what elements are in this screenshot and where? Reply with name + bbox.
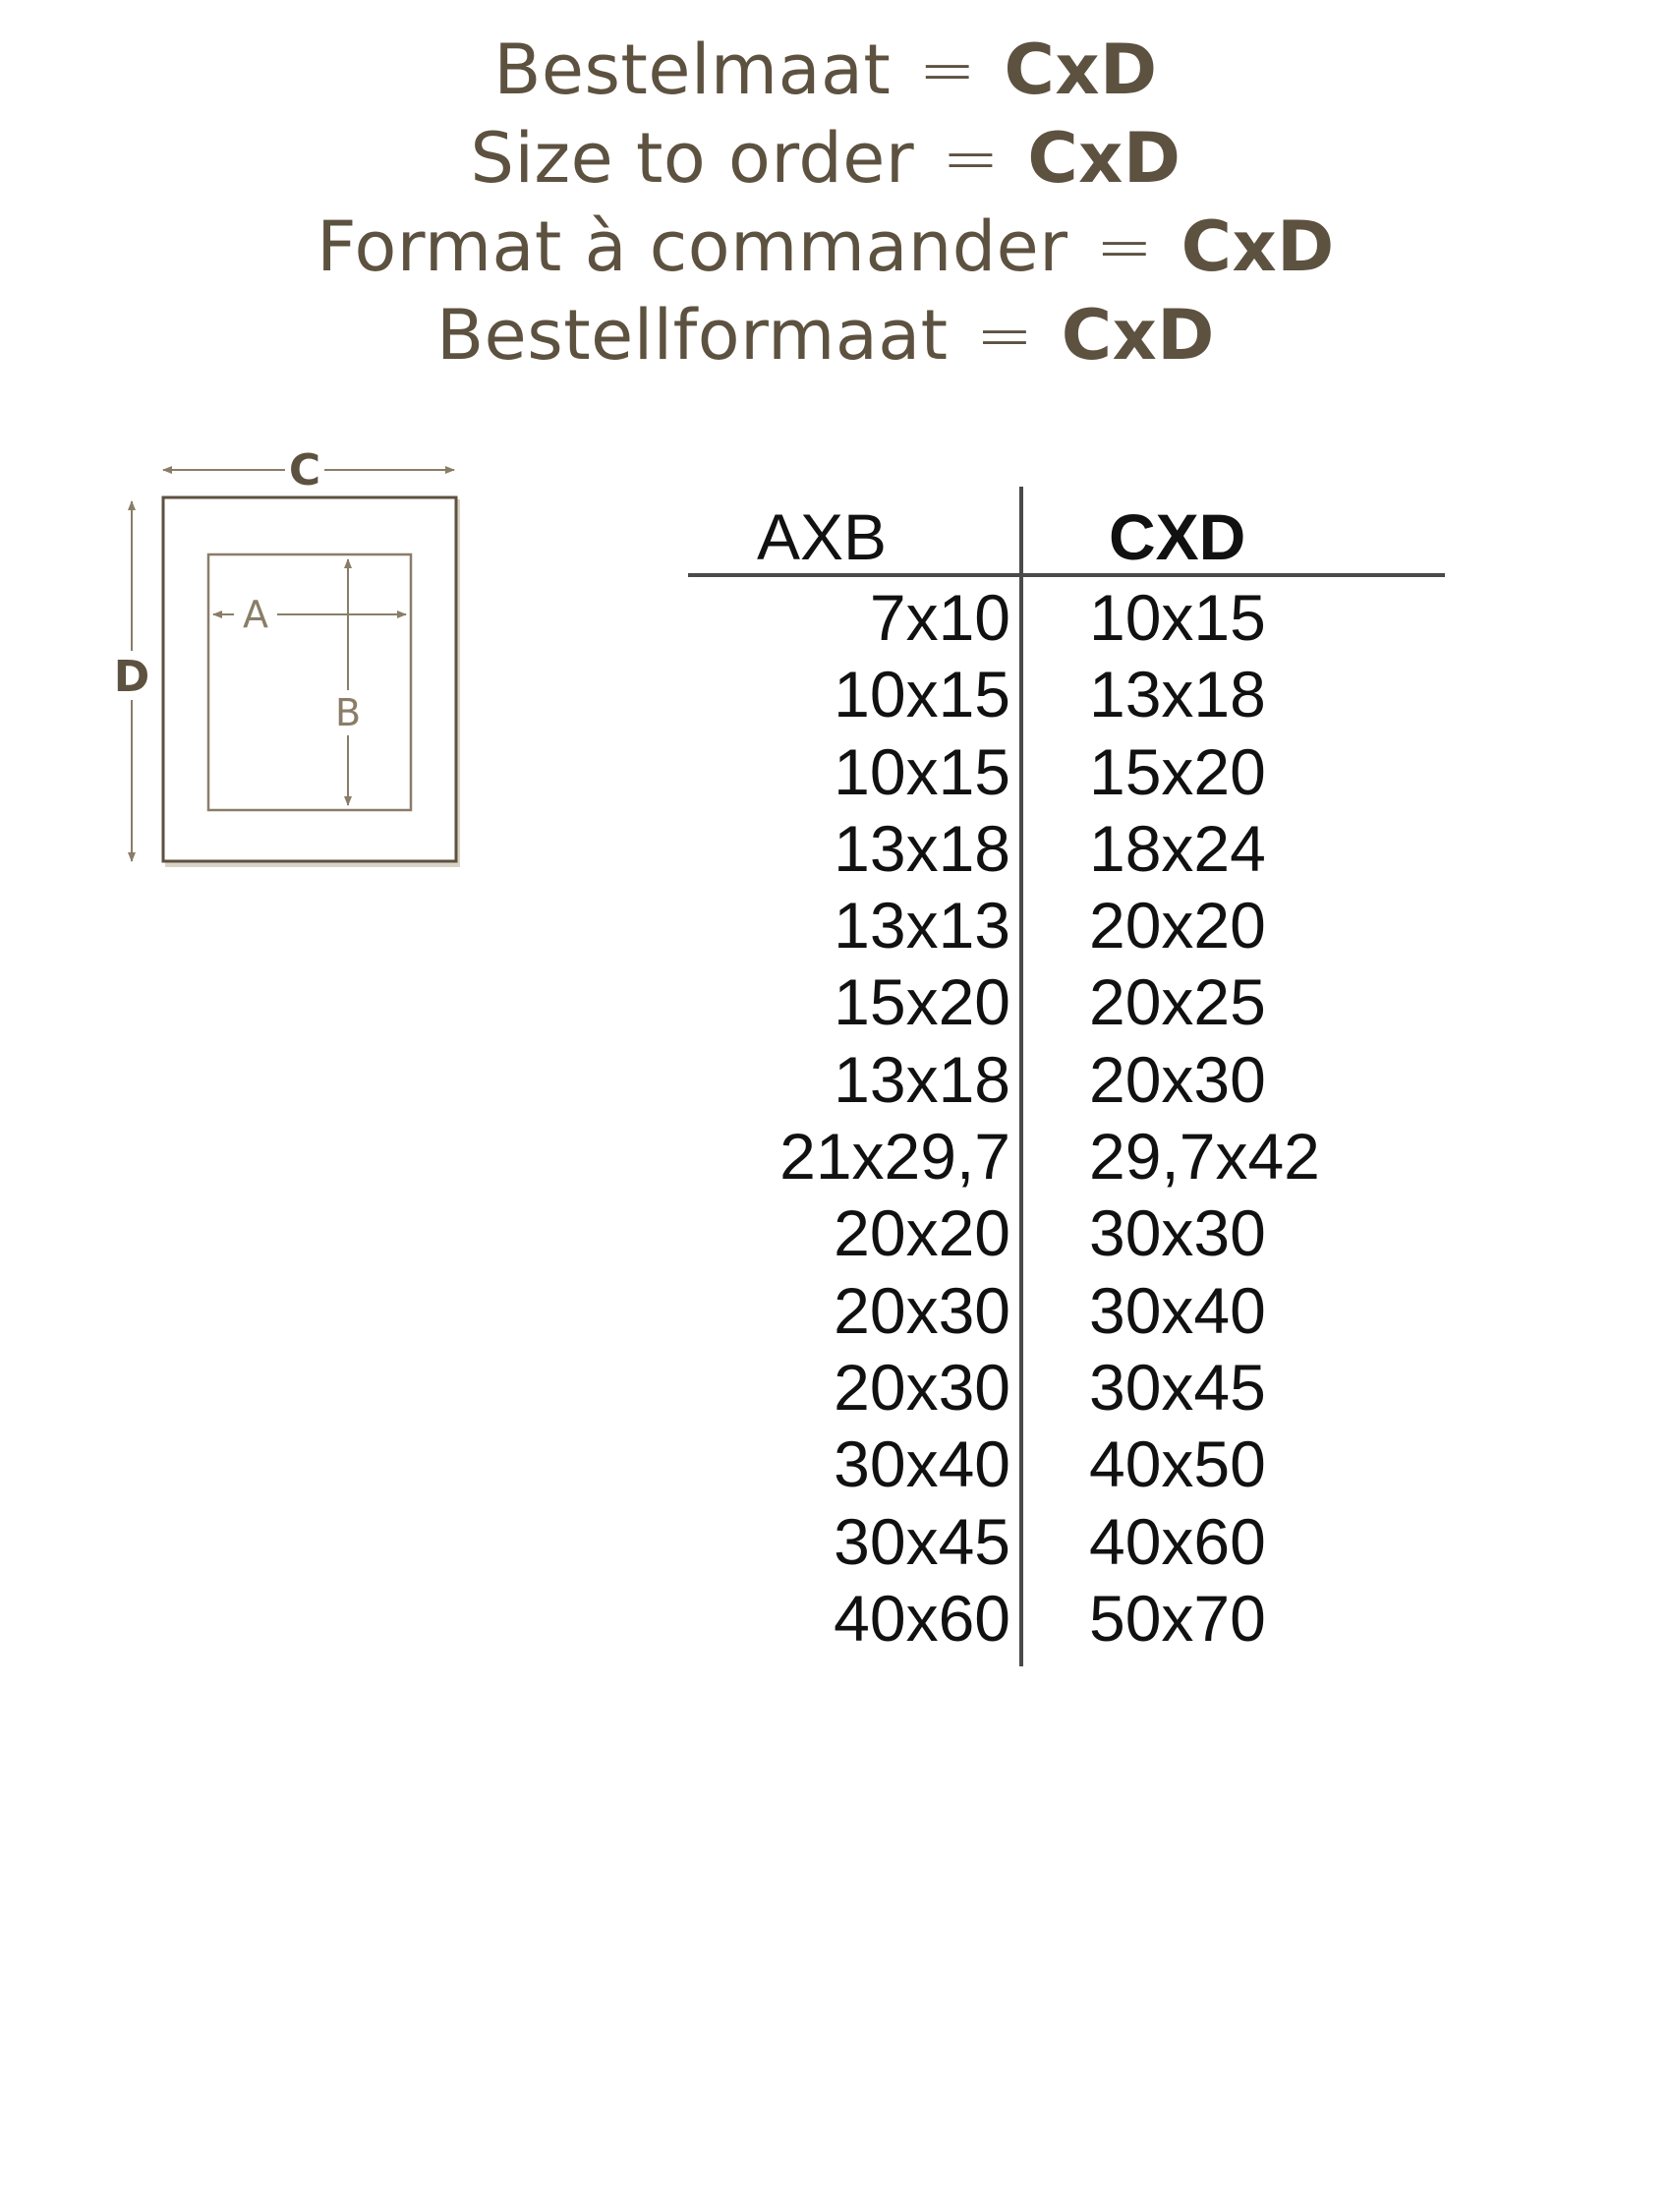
- cell-axb: 10x15: [834, 734, 1010, 808]
- cell-cxd: 20x20: [1089, 889, 1266, 962]
- column-divider: [1019, 487, 1023, 1666]
- heading-line-french: Format à commander = CxD: [0, 203, 1651, 291]
- cell-axb: 30x40: [834, 1427, 1010, 1501]
- column-header-axb: AXB: [757, 500, 888, 573]
- column-header-cxd: CXD: [1109, 500, 1246, 573]
- table-body: 7x10 10x15 10x15 13x18 10x15 15x20 13x18…: [688, 579, 1445, 1657]
- cell-axb: 20x30: [834, 1273, 1010, 1347]
- table-row: 10x15 13x18: [688, 656, 1445, 732]
- table-row: 13x18 20x30: [688, 1041, 1445, 1118]
- dimension-a-label: A: [243, 593, 268, 636]
- heading-label: Bestellformaat: [436, 295, 949, 376]
- table-row: 30x45 40x60: [688, 1503, 1445, 1580]
- heading-label: Size to order: [470, 118, 915, 199]
- cell-axb: 10x15: [834, 658, 1010, 731]
- table-row: 7x10 10x15: [688, 579, 1445, 656]
- cell-cxd: 30x30: [1089, 1196, 1266, 1270]
- cell-axb: 15x20: [834, 965, 1010, 1039]
- table-row: 20x30 30x40: [688, 1272, 1445, 1349]
- heading-value: CxD: [1027, 118, 1181, 199]
- dimension-d-label: D: [114, 652, 150, 702]
- cell-axb: 13x18: [834, 1042, 1010, 1116]
- cell-axb: 21x29,7: [779, 1120, 1010, 1193]
- table-row: 30x40 40x50: [688, 1426, 1445, 1502]
- cell-cxd: 30x40: [1089, 1273, 1266, 1347]
- equals-sign: =: [975, 295, 1034, 376]
- table-row: 13x13 20x20: [688, 887, 1445, 963]
- cell-cxd: 15x20: [1089, 734, 1266, 808]
- cell-axb: 40x60: [834, 1581, 1010, 1655]
- cell-cxd: 40x60: [1089, 1504, 1266, 1578]
- cell-cxd: 50x70: [1089, 1581, 1266, 1655]
- heading-label: Format à commander: [317, 206, 1068, 287]
- cell-cxd: 30x45: [1089, 1350, 1266, 1424]
- cell-axb: 7x10: [869, 581, 1010, 654]
- equals-sign: =: [1095, 206, 1154, 287]
- header-divider: [688, 573, 1445, 577]
- cell-axb: 20x20: [834, 1196, 1010, 1270]
- cell-axb: 13x13: [834, 889, 1010, 962]
- heading-value: CxD: [1061, 295, 1215, 376]
- heading-line-dutch: Bestelmaat = CxD: [0, 26, 1651, 114]
- cell-cxd: 29,7x42: [1089, 1120, 1320, 1193]
- table-row: 20x30 30x45: [688, 1349, 1445, 1426]
- heading-line-german: Bestellformaat = CxD: [0, 291, 1651, 379]
- cell-cxd: 18x24: [1089, 811, 1266, 885]
- cell-axb: 20x30: [834, 1350, 1010, 1424]
- heading-line-english: Size to order = CxD: [0, 114, 1651, 203]
- table-row: 40x60 50x70: [688, 1580, 1445, 1657]
- dimension-b-label: B: [335, 691, 361, 734]
- table-row: 13x18 18x24: [688, 810, 1445, 887]
- table-row: 10x15 15x20: [688, 733, 1445, 810]
- table-row: 15x20 20x25: [688, 963, 1445, 1040]
- cell-cxd: 10x15: [1089, 581, 1266, 654]
- table-row: 21x29,7 29,7x42: [688, 1118, 1445, 1194]
- table-row: 20x20 30x30: [688, 1194, 1445, 1271]
- cell-cxd: 20x30: [1089, 1042, 1266, 1116]
- heading-value: CxD: [1181, 206, 1335, 287]
- heading-label: Bestelmaat: [493, 29, 892, 110]
- heading-value: CxD: [1004, 29, 1158, 110]
- cell-axb: 30x45: [834, 1504, 1010, 1578]
- equals-sign: =: [918, 29, 977, 110]
- dimension-c-label: C: [289, 445, 320, 495]
- cell-cxd: 13x18: [1089, 658, 1266, 731]
- cell-cxd: 40x50: [1089, 1427, 1266, 1501]
- cell-axb: 13x18: [834, 811, 1010, 885]
- size-conversion-table: AXB CXD 7x10 10x15 10x15 13x18 10x15 15x…: [688, 487, 1445, 1666]
- order-size-headings: Bestelmaat=CxD Size to order=CxD Format …: [0, 26, 1651, 379]
- cell-cxd: 20x25: [1089, 965, 1266, 1039]
- frame-dimension-diagram: C D A B: [112, 445, 460, 867]
- equals-sign: =: [942, 118, 1001, 199]
